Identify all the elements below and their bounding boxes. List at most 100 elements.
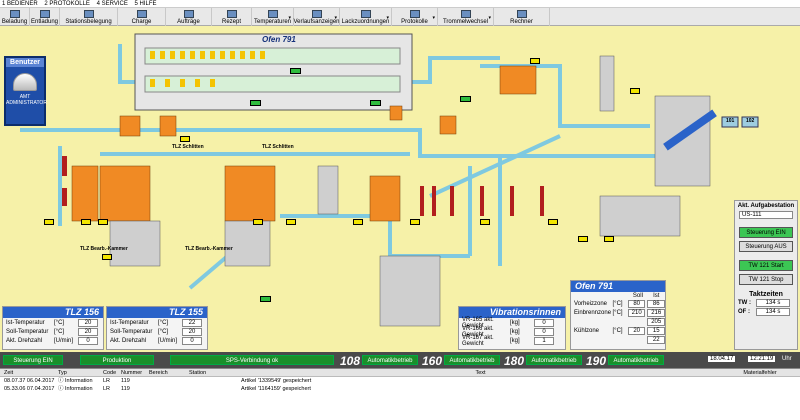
oven-ist-value: 22 — [647, 335, 665, 344]
status-bar: Steuerung EIN Produktion SPS-Verbindung … — [0, 352, 800, 368]
marker-green[interactable] — [370, 100, 381, 106]
chevron-down-icon[interactable]: ▾ — [288, 15, 291, 21]
marker-green[interactable] — [460, 96, 471, 102]
marker-green[interactable] — [260, 296, 271, 302]
marker-yellow[interactable] — [102, 254, 112, 260]
temperature-icon — [267, 10, 278, 18]
tlz156-row: Ist-Temperatur[°C]20 — [3, 318, 103, 327]
log-col-text[interactable]: Text — [475, 370, 486, 376]
vib-row: VR-167 akt. Gewicht[kg]1 — [459, 335, 565, 347]
chevron-down-icon[interactable]: ▾ — [334, 15, 337, 21]
marker-yellow[interactable] — [286, 219, 296, 225]
marker-green[interactable] — [290, 68, 301, 74]
vib-unit: [kg] — [510, 319, 520, 326]
toolbar-temperaturen-button[interactable]: Temperaturen▾ — [252, 8, 294, 26]
station-102-label[interactable]: 102 — [746, 118, 755, 124]
log-col-station[interactable]: Station — [189, 370, 207, 376]
chevron-down-icon[interactable]: ▾ — [386, 15, 389, 21]
vib-label: VR-165 akt. Gewicht — [462, 316, 494, 329]
takt-value: 134 s — [756, 307, 790, 316]
station-101-label[interactable]: 101 — [726, 118, 735, 124]
marker-yellow[interactable] — [410, 219, 420, 225]
toolbar-stationsbelegung-button[interactable]: Stationsbelegung — [60, 8, 118, 26]
ramp-conveyor — [663, 109, 717, 151]
log-col-materialfehler[interactable]: Materialfehler — [743, 370, 777, 376]
toolbar-label: Trommelwechsel — [442, 19, 489, 25]
oven-row: 205 — [571, 317, 665, 326]
station-select[interactable]: US-111 — [739, 211, 793, 219]
user-role-2: ADMINISTRATOR — [6, 100, 47, 106]
toolbar-label: Stationsbelegung — [65, 19, 112, 25]
log-col-zeit[interactable]: Zeit — [4, 370, 14, 376]
oven-label: Ofen 791 — [262, 35, 296, 44]
vibration-panel: Vibrationsrinnen VR-165 akt. Gewicht[kg]… — [458, 306, 566, 350]
marker-green[interactable] — [250, 100, 261, 106]
station-101 — [721, 116, 739, 128]
toolbar-charge-button[interactable]: Charge — [118, 8, 166, 26]
menu-protokolle[interactable]: 2 PROTOKOLLE — [44, 1, 90, 7]
chevron-down-icon[interactable]: ▾ — [432, 15, 435, 21]
log-cell: LR — [103, 386, 111, 392]
tlz155-unit: [°C] — [158, 319, 169, 326]
aufgabe-panel: Akt. Aufgabestation US-111 Steuerung EIN… — [734, 200, 798, 350]
marker-yellow[interactable] — [353, 219, 363, 225]
oven-unit: [°C] — [612, 327, 623, 334]
oven-soll-value: 80 — [627, 299, 646, 308]
tlz156-row: Akt. Drehzahl[U/min]0 — [3, 336, 103, 345]
marker-yellow[interactable] — [480, 219, 490, 225]
marker-yellow[interactable] — [548, 219, 558, 225]
marker-yellow[interactable] — [578, 236, 588, 242]
menu-hilfe[interactable]: 5 HILFE — [134, 1, 157, 7]
steuerung-status: Steuerung EIN — [3, 355, 63, 365]
marker-yellow[interactable] — [180, 136, 190, 142]
log-cell — [720, 385, 800, 393]
oven-ist-value: 205 — [647, 317, 665, 326]
toolbar-rezept-button[interactable]: Rezept — [212, 8, 252, 26]
log-col-bereich[interactable]: Bereich — [149, 370, 168, 376]
marker-yellow[interactable] — [253, 219, 263, 225]
vib-label: VR-166 akt. Gewicht — [462, 325, 494, 338]
toolbar-label: Protokolle — [401, 19, 428, 25]
steuerung-aus-button[interactable]: Steuerung AUS — [739, 241, 793, 252]
log-col-nummer[interactable]: Nummer — [121, 370, 143, 376]
tw121-start-button[interactable]: TW 121 Start — [739, 260, 793, 271]
oven-panel-title: Ofen 791 — [571, 281, 665, 292]
steuerung-ein-button[interactable]: Steuerung EIN — [739, 227, 793, 238]
toolbar-trommelwechsel-button[interactable]: Trommelwechsel▾ — [438, 8, 494, 26]
toolbar-lackzuordnungen-button[interactable]: Lackzuordnungen▾ — [340, 8, 392, 26]
tlz155-value: 0 — [182, 336, 202, 345]
drum-icon — [460, 10, 471, 18]
tlz156-unit: [°C] — [54, 319, 65, 326]
processing-chamber-label-1: TLZ Bearb.-Kammer — [80, 246, 128, 252]
user-panel[interactable]: Benutzer AMT ADMINISTRATOR — [4, 56, 47, 126]
toolbar-verlaufsanzeigen-button[interactable]: Verlaufsanzeigen▾ — [293, 8, 340, 26]
menu-bediener[interactable]: 1 BEDIENER — [2, 1, 38, 7]
marker-yellow[interactable] — [81, 219, 91, 225]
log-col-typ[interactable]: Typ — [58, 370, 67, 376]
oven-mode-status: Automatikbetrieb — [526, 355, 582, 365]
oven-zone-label: Kühlzone — [574, 327, 600, 334]
takt-label: OF : — [738, 308, 750, 315]
toolbar-auftr-ge-button[interactable]: Aufträge — [166, 8, 212, 26]
tlz156-title: TLZ 156 — [3, 307, 103, 318]
plant-overview: Benutzer AMT ADMINISTRATOR Ofen 791 TLZ … — [0, 26, 800, 352]
conveyor-upper — [118, 44, 500, 84]
toolbar-rechner-button[interactable]: Rechner — [494, 8, 550, 26]
toolbar-protokolle-button[interactable]: Protokolle ▾ — [392, 8, 438, 26]
chevron-down-icon[interactable]: ▾ — [488, 15, 491, 21]
marker-yellow[interactable] — [630, 88, 640, 94]
toolbar-entladung-button[interactable]: Entladung — [30, 8, 60, 26]
log-cell: 05.33.06 07.04.2017 — [4, 386, 55, 392]
marker-yellow[interactable] — [530, 58, 540, 64]
tw121-stop-button[interactable]: TW 121 Stop — [739, 274, 793, 285]
marker-yellow[interactable] — [98, 219, 108, 225]
toolbar-beladung-button[interactable]: Beladung — [0, 8, 30, 26]
log-col-code[interactable]: Code — [103, 370, 117, 376]
marker-yellow[interactable] — [604, 236, 614, 242]
menu-service[interactable]: 4 SERVICE — [96, 1, 128, 7]
tlz155-value: 20 — [182, 327, 202, 336]
marker-yellow[interactable] — [44, 219, 54, 225]
